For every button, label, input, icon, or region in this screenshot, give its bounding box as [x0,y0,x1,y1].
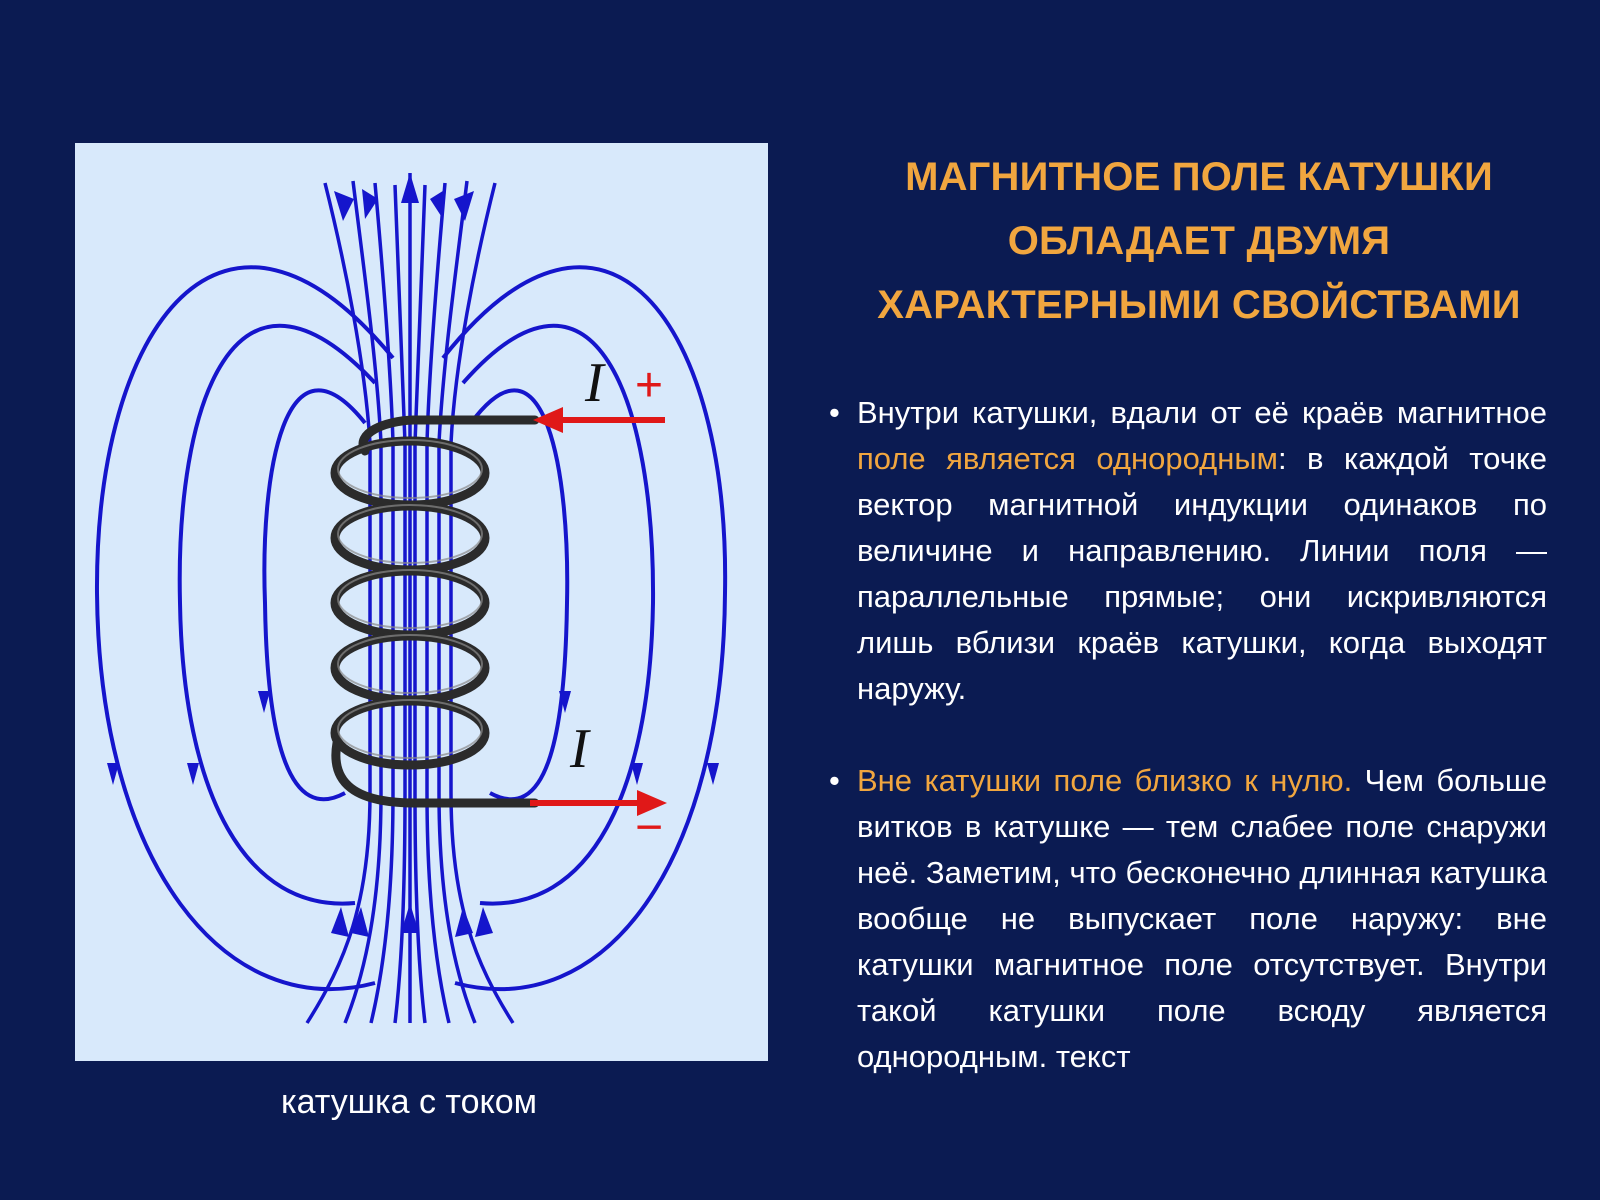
bullet-marker: • [829,395,840,430]
current-arrow-bottom [530,790,667,816]
field-line-4 [393,184,407,1024]
field-lines-svg: I + I − [94,173,728,1024]
top-arrow-3 [401,173,419,203]
top-arrow-5 [454,191,474,221]
property-2-highlight: Вне катушки поле близко к нулю. [857,763,1353,798]
bottom-arrow-3 [401,903,419,933]
figure-caption: катушка с током [280,1083,538,1121]
loop-arrow-5 [631,763,643,785]
title-line-3: ХАРАКТЕРНЫМИ СВОЙСТВАМИ [877,283,1521,327]
title-line-1: МАГНИТНОЕ ПОЛЕ КАТУШКИ [905,155,1493,199]
field-loop-left-middle [177,323,377,906]
minus-sign: − [635,801,663,854]
top-arrow-1 [334,191,354,221]
bottom-arrow-4 [455,907,473,937]
top-arrow-4 [430,189,446,219]
bottom-arrow-2 [351,907,369,937]
field-loop-right-outer [441,265,728,991]
bottom-arrow-5 [475,907,493,937]
loop-arrow-2 [187,763,199,785]
loop-arrow-4 [707,763,719,785]
coil-lead-bottom [331,738,540,808]
loop-arrow-3 [258,691,270,713]
field-loop-right-inner [469,388,570,802]
title-line-2: ОБЛАДАЕТ ДВУМЯ [1007,219,1391,263]
field-loop-right-middle [461,323,656,906]
field-line-6 [413,184,427,1024]
bullet-marker: • [829,763,840,798]
current-label-bottom: I [569,718,591,780]
coil-field-diagram: I + I − [75,143,768,1061]
field-loop-left-outer [94,265,395,991]
property-1-highlight: поле является однородным [857,441,1278,476]
loop-arrow-1 [107,763,119,785]
slide-title: МАГНИТНОЕ ПОЛЕ КАТУШКИ ОБЛАДАЕТ ДВУМЯ ХА… [825,145,1573,337]
bottom-arrow-1 [331,907,349,937]
plus-sign: + [635,359,663,412]
field-line-2 [343,180,383,1024]
loop-arrow-6 [559,691,571,713]
property-inside-coil: • Внутри катушки, вдали от её краёв магни… [825,390,1547,712]
coil [330,415,540,808]
property-2-text-after: Чем больше витков в катушке — тем слабее… [857,763,1548,1074]
top-arrow-2 [362,189,378,219]
current-arrow-top [533,407,665,433]
field-loop-left-inner [262,388,367,802]
property-outside-coil: • Вне катушки поле близко к нулю. Чем бол… [825,758,1547,1080]
current-label-top: I [584,352,606,414]
property-1-text-after: : в каждой точке вектор магнитной индукц… [857,441,1547,706]
property-1-text-before: Внутри катушки, вдали от её краёв магнит… [857,395,1547,430]
property-list: • Внутри катушки, вдали от её краёв магни… [825,390,1547,1080]
